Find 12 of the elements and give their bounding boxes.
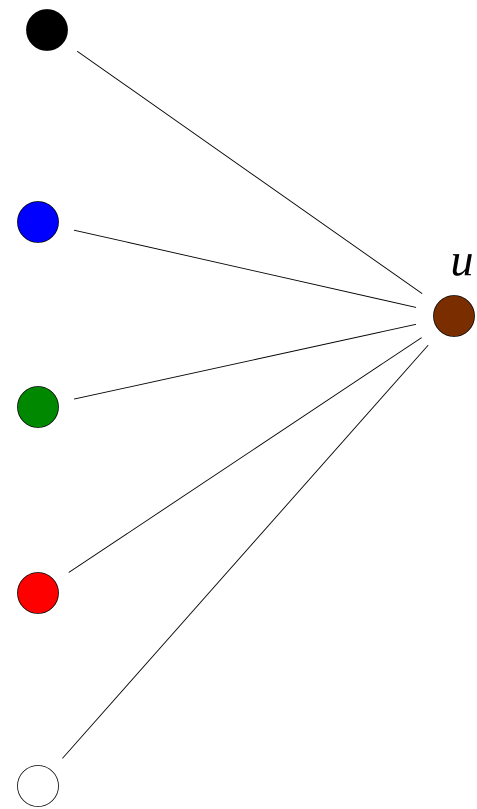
dot — [17, 201, 59, 243]
line — [62, 344, 429, 759]
dot — [26, 9, 68, 51]
node-label: u — [452, 254, 472, 276]
dot — [17, 765, 59, 807]
line — [74, 324, 416, 400]
line — [74, 230, 416, 308]
dot — [17, 572, 59, 614]
line — [68, 337, 422, 573]
dot — [17, 386, 59, 428]
dot — [433, 295, 475, 337]
line — [76, 50, 423, 294]
